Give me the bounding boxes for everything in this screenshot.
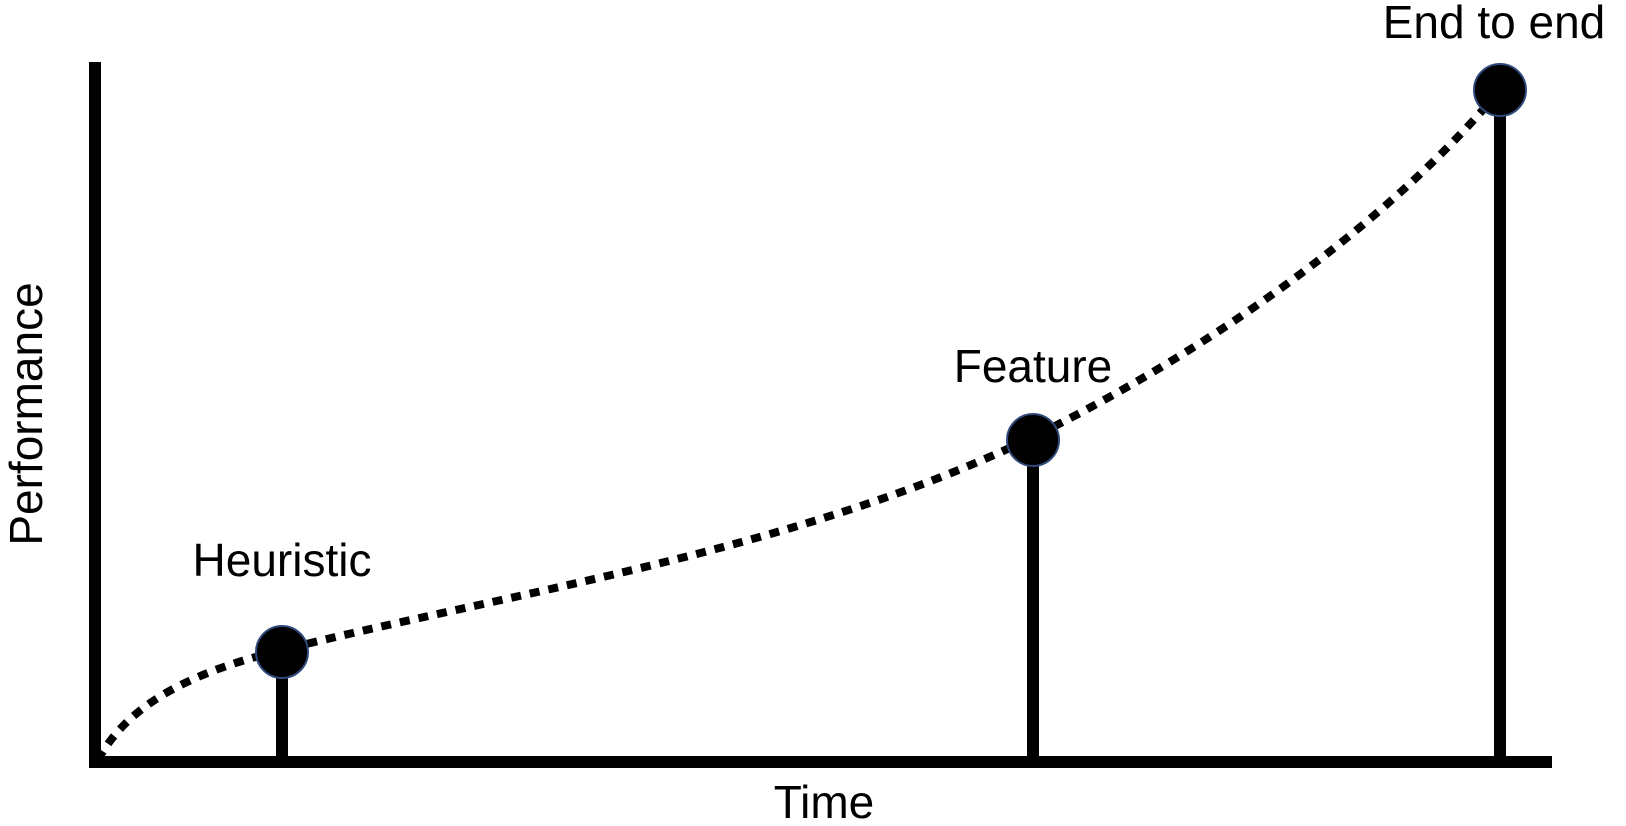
performance-trend-curve [94, 87, 1504, 762]
y-axis-label: Performance [0, 282, 52, 545]
marker-heuristic [255, 625, 309, 679]
label-feature: Feature [954, 340, 1113, 392]
label-end-to-end: End to end [1383, 0, 1606, 48]
label-heuristic: Heuristic [193, 534, 372, 586]
marker-feature [1006, 413, 1060, 467]
marker-end-to-end [1473, 63, 1527, 117]
x-axis-label: Time [774, 776, 875, 826]
